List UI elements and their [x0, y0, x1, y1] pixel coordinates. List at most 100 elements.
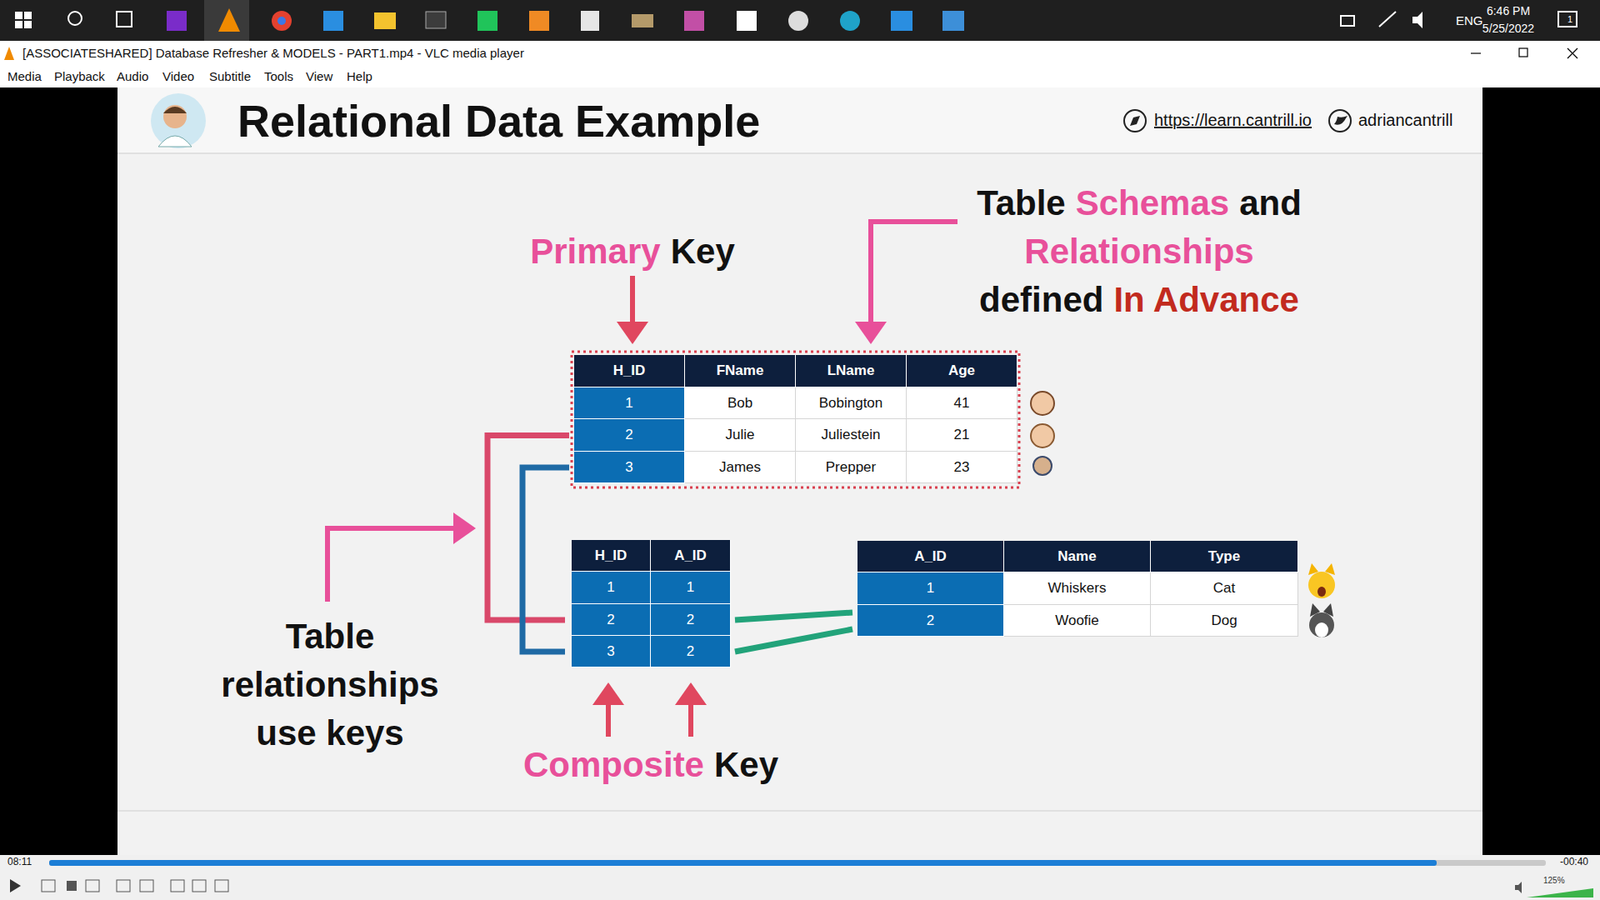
cell-text: 2: [686, 643, 695, 660]
cell-text: James: [719, 459, 761, 476]
fullscreen-button: [116, 880, 130, 892]
cell-text: Julie: [725, 426, 755, 444]
site-link: https://learn.cantrill.io: [1154, 110, 1312, 130]
cell-text: Dog: [1210, 612, 1237, 630]
shield-icon: [580, 10, 600, 31]
folder-icon: [374, 12, 396, 30]
start-icon: [15, 20, 23, 29]
person-icons: [1030, 391, 1055, 475]
notification-icon: [1558, 11, 1577, 27]
data-cell: 23: [906, 451, 1018, 484]
close-button: [1567, 48, 1578, 59]
menu-item: Media: [7, 69, 42, 84]
header-cell: Type: [1150, 540, 1299, 573]
remaining-time: -00:40: [1560, 856, 1589, 869]
arrow-head: [616, 321, 649, 345]
key-cell: 2: [650, 635, 731, 668]
player-buttons: [10, 879, 229, 893]
cell-text: 23: [954, 459, 970, 476]
menu-item: Subtitle: [209, 69, 251, 84]
cell-text: Whiskers: [1048, 580, 1107, 597]
cell-text: 1: [606, 579, 615, 596]
elapsed-time: 08:11: [7, 856, 32, 869]
callout-line: PrimaryKey: [530, 231, 735, 272]
callout-text: Table: [976, 183, 1066, 224]
chrome-icon: [271, 10, 292, 31]
callout-text: Key: [670, 231, 735, 272]
key-cell: 1: [574, 387, 685, 420]
key-cell: 3: [574, 451, 685, 484]
stop-button: [66, 880, 77, 891]
callout-text: In Advance: [1113, 280, 1300, 320]
prev-button: [41, 880, 55, 892]
cat-face: [1308, 571, 1335, 599]
avatar-hair: [163, 106, 187, 114]
data-cell: Bobington: [795, 387, 907, 420]
data-cell: 21: [906, 419, 1018, 452]
arrow-line: [688, 702, 694, 737]
table-row: 2JulieJuliestein21: [574, 419, 1018, 452]
relationship-line: [735, 629, 853, 652]
table-row: 22: [571, 604, 731, 636]
pycharm-icon: [477, 10, 498, 31]
cell-text: 2: [926, 612, 935, 630]
vlc-icon: [4, 46, 15, 60]
start-icon: [24, 20, 32, 29]
twitter-icon: [1334, 115, 1348, 125]
menu-item: Playback: [54, 69, 105, 84]
cell-text: Bob: [727, 395, 753, 412]
twitter-handle: adriancantrill: [1358, 110, 1453, 130]
cell-text: 21: [954, 426, 970, 444]
arrow-line: [630, 275, 635, 324]
twitter-icon: [1329, 110, 1351, 132]
key-cell: 2: [857, 605, 1005, 637]
key-cell: 1: [571, 571, 651, 605]
slide-header: [117, 87, 1483, 154]
volume-icon: [1515, 881, 1522, 894]
chrome-icon: [277, 16, 286, 25]
callout-text: Schemas: [1075, 183, 1230, 224]
active-app: [204, 0, 250, 41]
control-bar: [0, 855, 1600, 900]
notification-count: 1: [1567, 14, 1573, 25]
cell-text: A_ID: [674, 547, 707, 565]
table-row: 1 Bob Bobington41: [574, 387, 1018, 420]
playlist-button: [170, 880, 185, 892]
arrow-line: [327, 528, 455, 602]
clock-date: 5/25/2022: [1482, 21, 1535, 35]
callout-line: definedIn Advance: [979, 280, 1300, 320]
minimize-button: [1470, 52, 1481, 54]
vscode-icon: [323, 10, 344, 31]
cell-text: Type: [1208, 548, 1240, 565]
dog-face: [1309, 612, 1335, 638]
table-row: 2 Woofie Dog: [857, 605, 1299, 637]
table-header-row: H_IDFNameLNameAge: [574, 355, 1018, 388]
cell-text: H_ID: [613, 362, 646, 380]
avatar-bg: [150, 93, 206, 149]
cell-text: Woofie: [1055, 612, 1100, 630]
volume-percent: 125%: [1543, 875, 1565, 886]
callout-text: defined: [979, 280, 1104, 320]
data-cell: 41: [906, 387, 1018, 420]
header-cell: Name: [1004, 540, 1151, 573]
taskbar: [0, 0, 1600, 41]
clock-time: 6:46 PM: [1486, 4, 1530, 18]
arrow-head: [453, 512, 476, 545]
battery-icon: [1340, 15, 1355, 26]
menu-item: View: [305, 69, 333, 84]
seek-track: [49, 860, 1546, 866]
window-chrome: [0, 40, 1600, 88]
cell-text: Juliestein: [821, 426, 881, 444]
link-icon: [1130, 115, 1140, 126]
cell-text: 1: [926, 580, 935, 597]
data-cell: Cat: [1150, 572, 1299, 605]
search-icon: [68, 11, 82, 25]
callout-text: Composite: [523, 745, 705, 785]
person-icon: [1033, 456, 1052, 475]
video-area: [0, 87, 1600, 855]
relationship-line: [522, 467, 570, 652]
callout-text: Key: [714, 745, 779, 785]
data-cell: James: [685, 451, 796, 484]
language-indicator: ENG: [1455, 13, 1484, 28]
data-cell: Prepper: [795, 451, 907, 484]
